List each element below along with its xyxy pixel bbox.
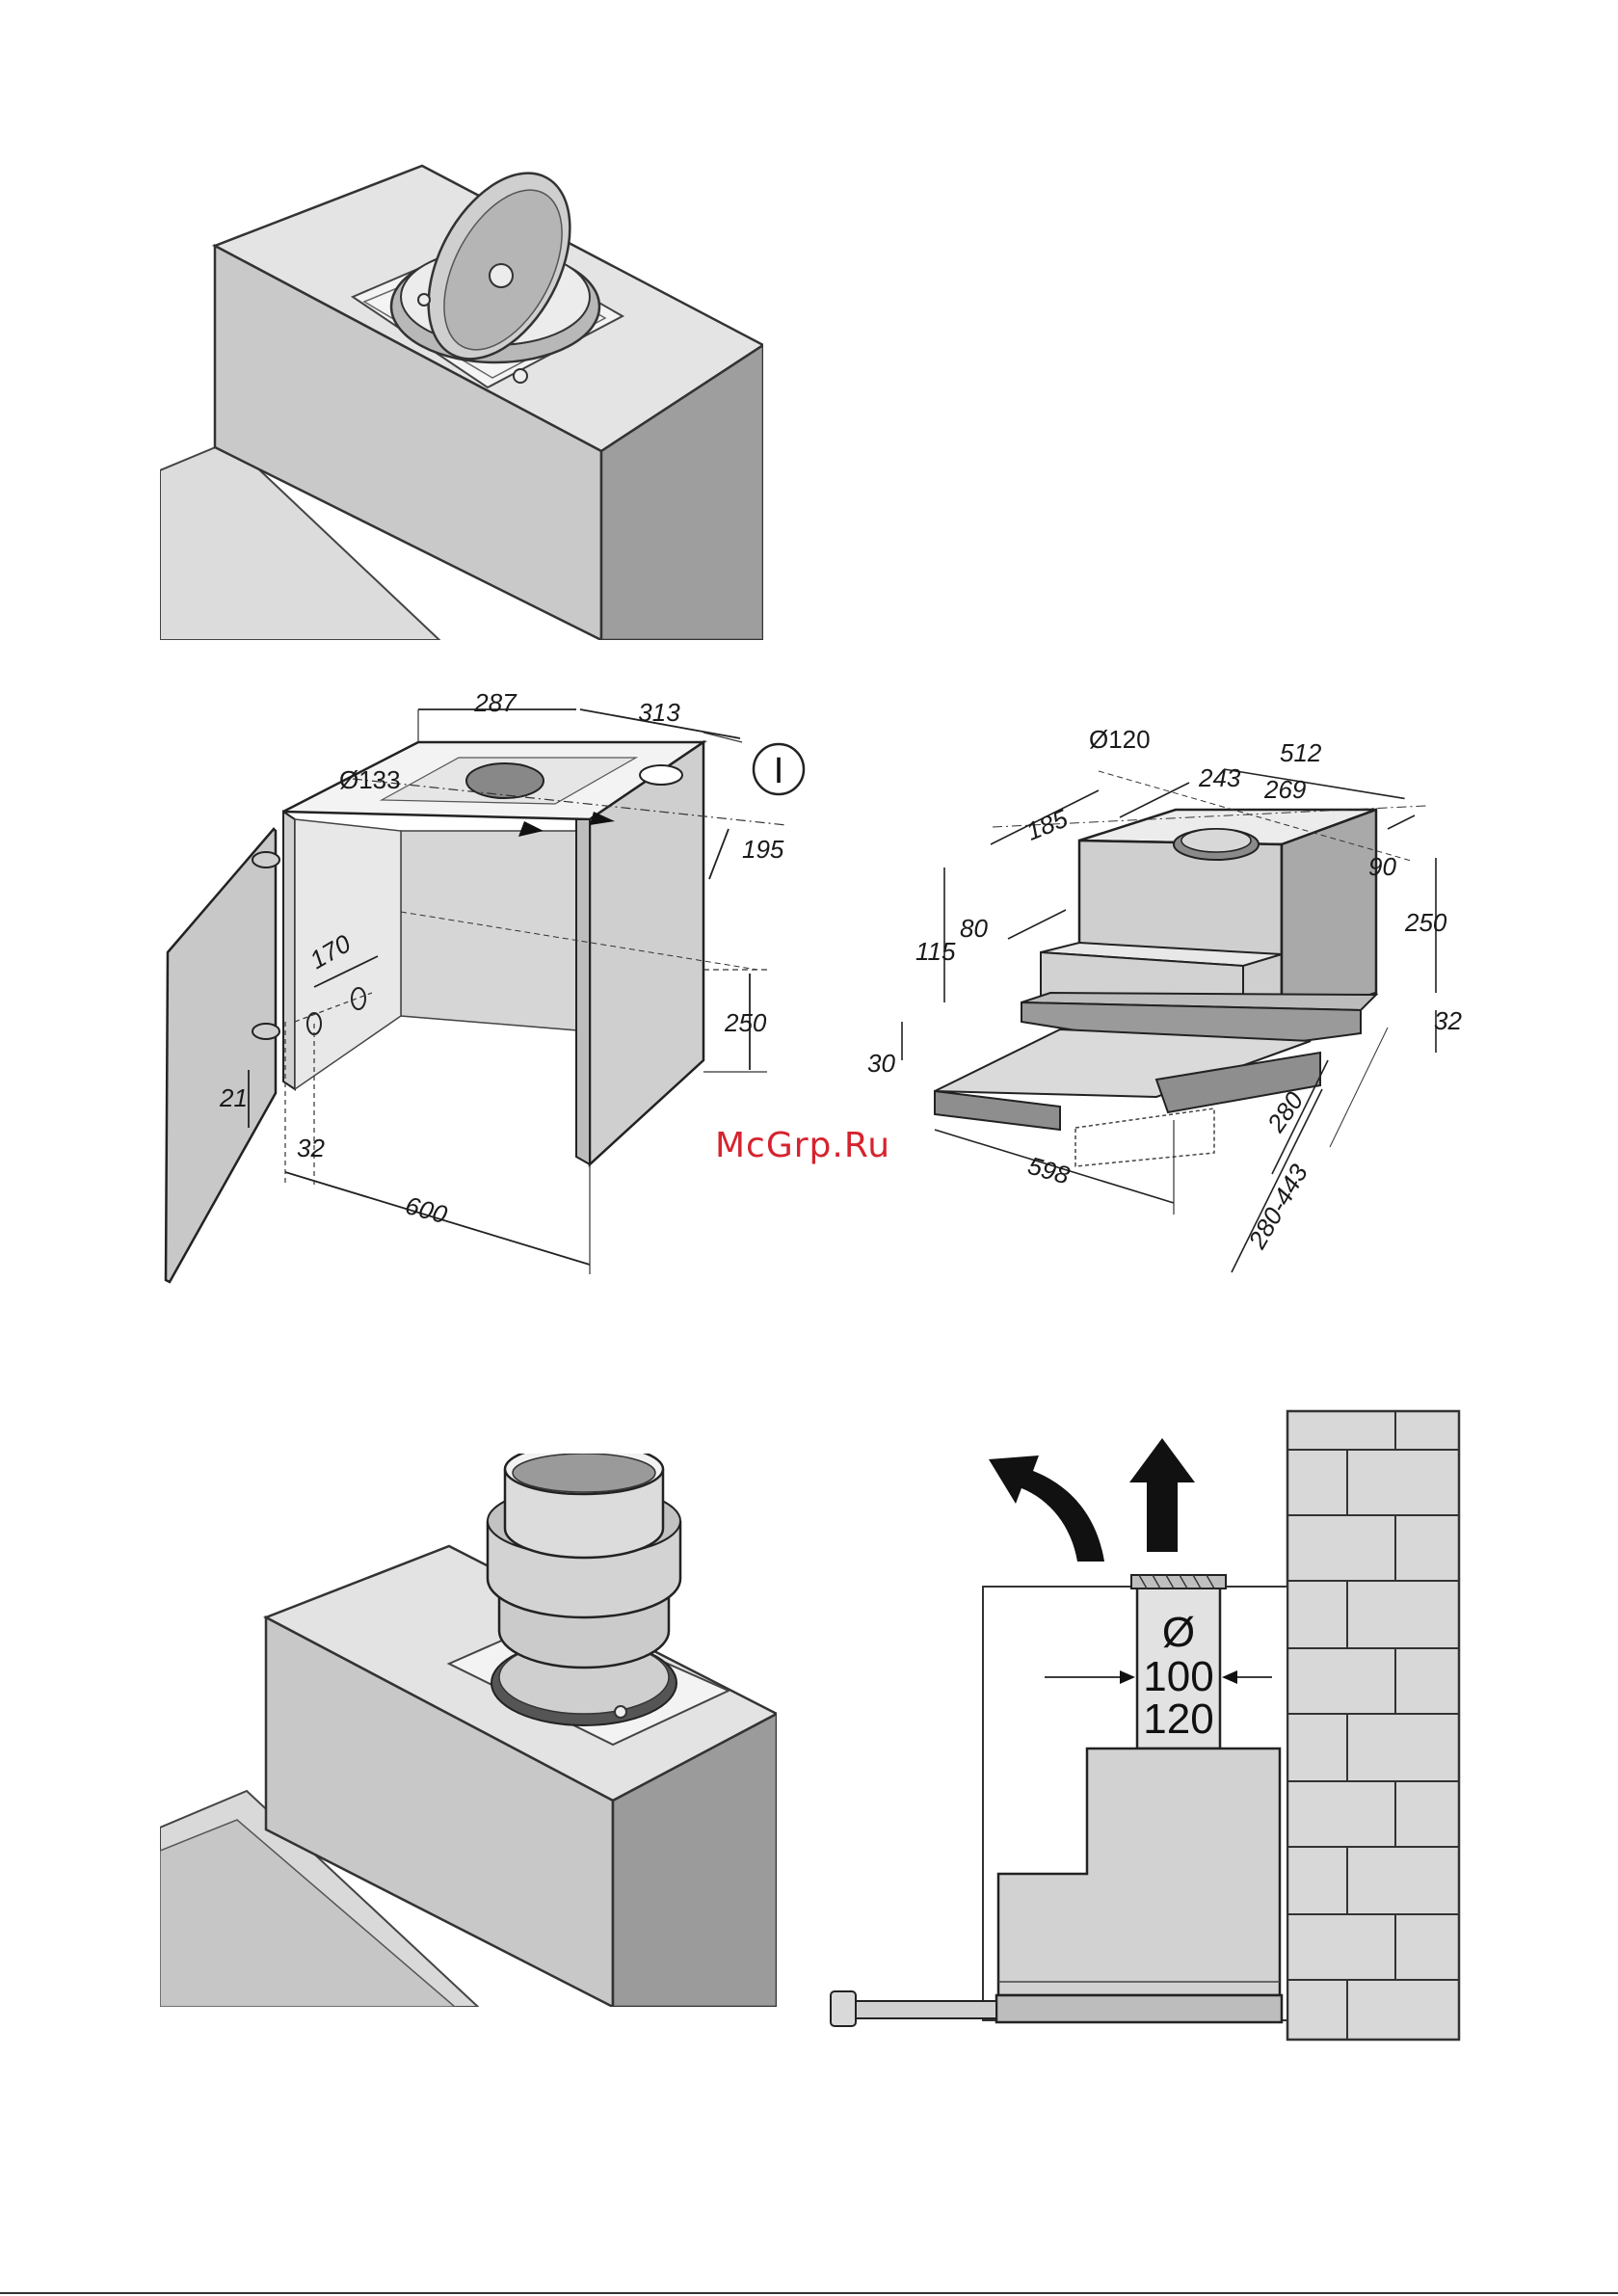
- dim-115: 115: [915, 937, 956, 966]
- dim-269: 269: [1263, 775, 1306, 804]
- dim-185: 185: [1022, 804, 1073, 846]
- dim-outlet-120: Ø120: [1089, 725, 1151, 754]
- duct-diameter-120: 120: [1143, 1695, 1213, 1743]
- dim-30: 30: [867, 1049, 895, 1078]
- dim-21: 21: [219, 1083, 248, 1112]
- duct-diameter-symbol: Ø: [1162, 1609, 1195, 1656]
- dim-280-443: 280-443: [1242, 1159, 1313, 1254]
- valve-illustration-panel: [160, 162, 763, 640]
- hood-dimension-panel: Ø120 512 243 269 185 90 80 115 250 32 30…: [867, 713, 1484, 1301]
- cabinet-dimension-drawing: I 287 313 Ø133 195 170 250 21 32 600: [160, 675, 825, 1292]
- dim-313: 313: [638, 698, 680, 727]
- duct-section-panel: Ø 100 120: [829, 1407, 1465, 2043]
- dim-195: 195: [742, 835, 784, 864]
- marker-label: I: [774, 751, 784, 791]
- adapter-illustration-panel: [160, 1454, 777, 2007]
- dim-512: 512: [1280, 738, 1322, 767]
- dim-287: 287: [473, 688, 517, 717]
- dim-90: 90: [1368, 852, 1396, 881]
- dim-80: 80: [960, 914, 988, 943]
- dim-243: 243: [1198, 763, 1241, 792]
- dim-32: 32: [297, 1134, 325, 1162]
- dim-598: 598: [1024, 1151, 1073, 1190]
- valve-illustration: [160, 162, 763, 640]
- dim-250: 250: [724, 1008, 767, 1037]
- dim-600: 600: [402, 1190, 450, 1229]
- cabinet-dimension-panel: I 287 313 Ø133 195 170 250 21 32 600: [160, 675, 825, 1292]
- duct-section-drawing: Ø 100 120: [829, 1407, 1465, 2043]
- page-bottom-rule: [0, 2292, 1618, 2294]
- adapter-illustration: [160, 1454, 777, 2007]
- dim-hole-133: Ø133: [339, 765, 401, 794]
- dim-250: 250: [1404, 908, 1447, 937]
- hood-dimension-drawing: Ø120 512 243 269 185 90 80 115 250 32 30…: [867, 713, 1484, 1301]
- watermark: McGrp.Ru: [715, 1126, 890, 1165]
- duct-diameter-100: 100: [1143, 1653, 1213, 1700]
- dim-32: 32: [1434, 1006, 1462, 1035]
